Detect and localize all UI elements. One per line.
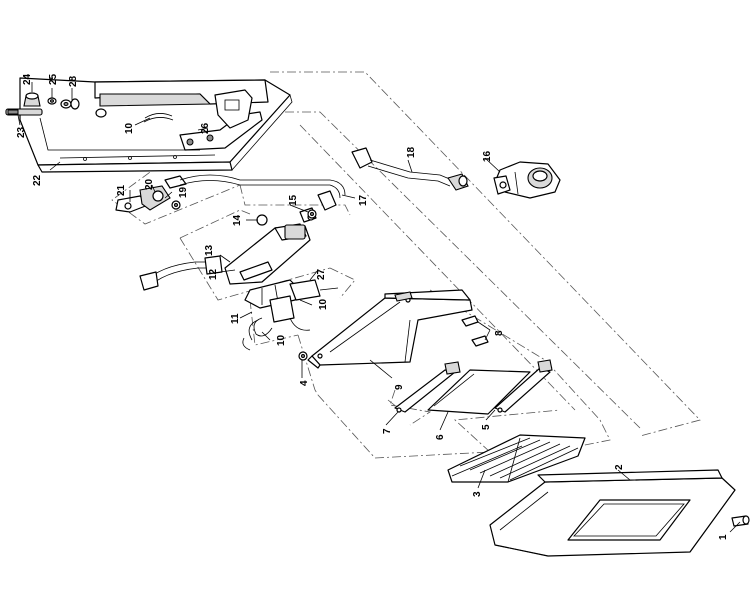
callout-26: 25 — [48, 73, 59, 85]
callout-8: 8 — [494, 330, 505, 336]
front-cabinet-part — [489, 469, 736, 557]
callout-17: 16 — [482, 150, 493, 162]
left-bracket-part — [394, 361, 461, 413]
callout-27: 26 — [200, 122, 211, 134]
callout-14: 13 — [204, 244, 215, 256]
gas-tube-part — [299, 190, 337, 223]
chamber-panel-part — [307, 289, 473, 369]
callout-11: 10 — [318, 298, 329, 310]
callout-2: 2 — [614, 464, 625, 470]
log-grate-part — [447, 434, 586, 483]
callout-16: 15 — [288, 194, 299, 206]
callout-9: 9 — [394, 384, 405, 390]
washer-part — [298, 351, 308, 361]
callout-13: 12 — [208, 268, 219, 280]
right-bracket-part — [494, 359, 553, 413]
callout-1: 1 — [718, 534, 729, 540]
callout-10-lower: 10 — [276, 334, 287, 346]
callout-10-upper: 10 — [124, 122, 135, 134]
callout-4: 4 — [299, 380, 310, 386]
valve-fittings — [115, 174, 346, 213]
callout-7: 7 — [382, 428, 393, 434]
callout-28: 27 — [316, 268, 327, 280]
callout-21: 20 — [144, 178, 155, 190]
thermocouple-part — [351, 147, 469, 191]
screw-parts — [461, 315, 489, 347]
chassis-plate-part — [19, 77, 293, 173]
cabinet-screw-part — [731, 515, 750, 527]
glass-panel-part — [427, 369, 531, 415]
callout-20: 19 — [178, 186, 189, 198]
callout-5: 5 — [481, 424, 492, 430]
callout-19: 18 — [406, 146, 417, 158]
callout-24: 23 — [16, 126, 27, 138]
knob-assembly — [5, 92, 107, 118]
callout-18: 17 — [358, 194, 369, 206]
callout-25: 24 — [22, 73, 33, 85]
gas-valve-part — [493, 161, 561, 199]
burner-bracket-assembly — [139, 209, 317, 291]
callout-3: 3 — [472, 491, 483, 497]
callout-22: 21 — [116, 184, 127, 196]
callout-23: 22 — [32, 174, 43, 186]
callout-15: 14 — [232, 214, 243, 226]
callout-12: 11 — [230, 313, 241, 324]
callout-labels: 1 2 3 4 5 6 7 8 9 10 10 11 12 13 14 15 1… — [16, 73, 729, 540]
callout-6: 6 — [435, 434, 446, 440]
pilot-assembly — [242, 279, 339, 351]
leader-lines — [17, 82, 741, 533]
callout-29: 28 — [68, 75, 79, 87]
